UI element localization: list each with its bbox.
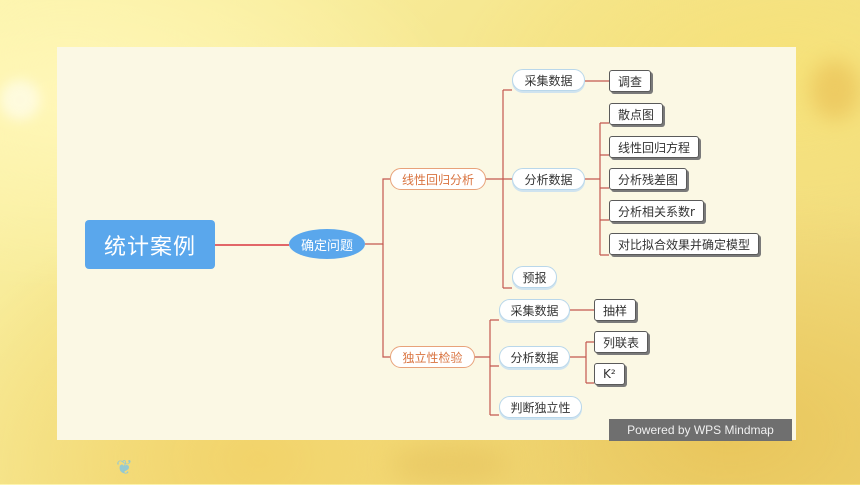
leaf-node[interactable]: 抽样 — [594, 299, 637, 321]
butterfly-icon: ❦ — [116, 455, 133, 479]
center-node[interactable]: 确定问题 — [289, 229, 365, 259]
sub-node-predict[interactable]: 预报 — [512, 266, 557, 288]
leaf-node[interactable]: 对比拟合效果并确定模型 — [609, 233, 760, 255]
link-sub-2-2-leaves — [570, 341, 594, 384]
leaf-node[interactable]: 列联表 — [594, 331, 649, 353]
leaf-node[interactable]: 调查 — [609, 70, 652, 92]
background-petal — [810, 60, 860, 120]
leaf-node[interactable]: 分析相关系数r — [609, 200, 704, 222]
branch-node-independence-test[interactable]: 独立性检验 — [390, 346, 475, 368]
sub-node-analyze-data[interactable]: 分析数据 — [499, 346, 570, 368]
branch-node-linear-regression[interactable]: 线性回归分析 — [390, 168, 486, 190]
sub-node-judge-independence[interactable]: 判断独立性 — [499, 396, 582, 418]
link-branch-2-subs — [475, 319, 499, 416]
sub-node-collect-data[interactable]: 采集数据 — [512, 69, 585, 91]
leaf-node[interactable]: 散点图 — [609, 103, 664, 125]
background-petal — [0, 80, 40, 120]
leaf-node[interactable]: K² — [594, 363, 625, 385]
link-center-branch-1 — [365, 178, 390, 245]
leaf-node[interactable]: 线性回归方程 — [609, 136, 700, 158]
background-petal — [390, 445, 510, 485]
sub-node-analyze-data[interactable]: 分析数据 — [512, 168, 585, 190]
leaf-node[interactable]: 分析残差图 — [609, 168, 688, 190]
sub-node-collect-data[interactable]: 采集数据 — [499, 299, 570, 321]
wps-watermark: Powered by WPS Mindmap — [609, 419, 792, 441]
link-branch-1-subs — [486, 89, 512, 289]
root-node[interactable]: 统计案例 — [85, 220, 215, 269]
link-sub-1-2-leaves — [585, 122, 609, 256]
link-center-branch-2 — [382, 244, 390, 358]
